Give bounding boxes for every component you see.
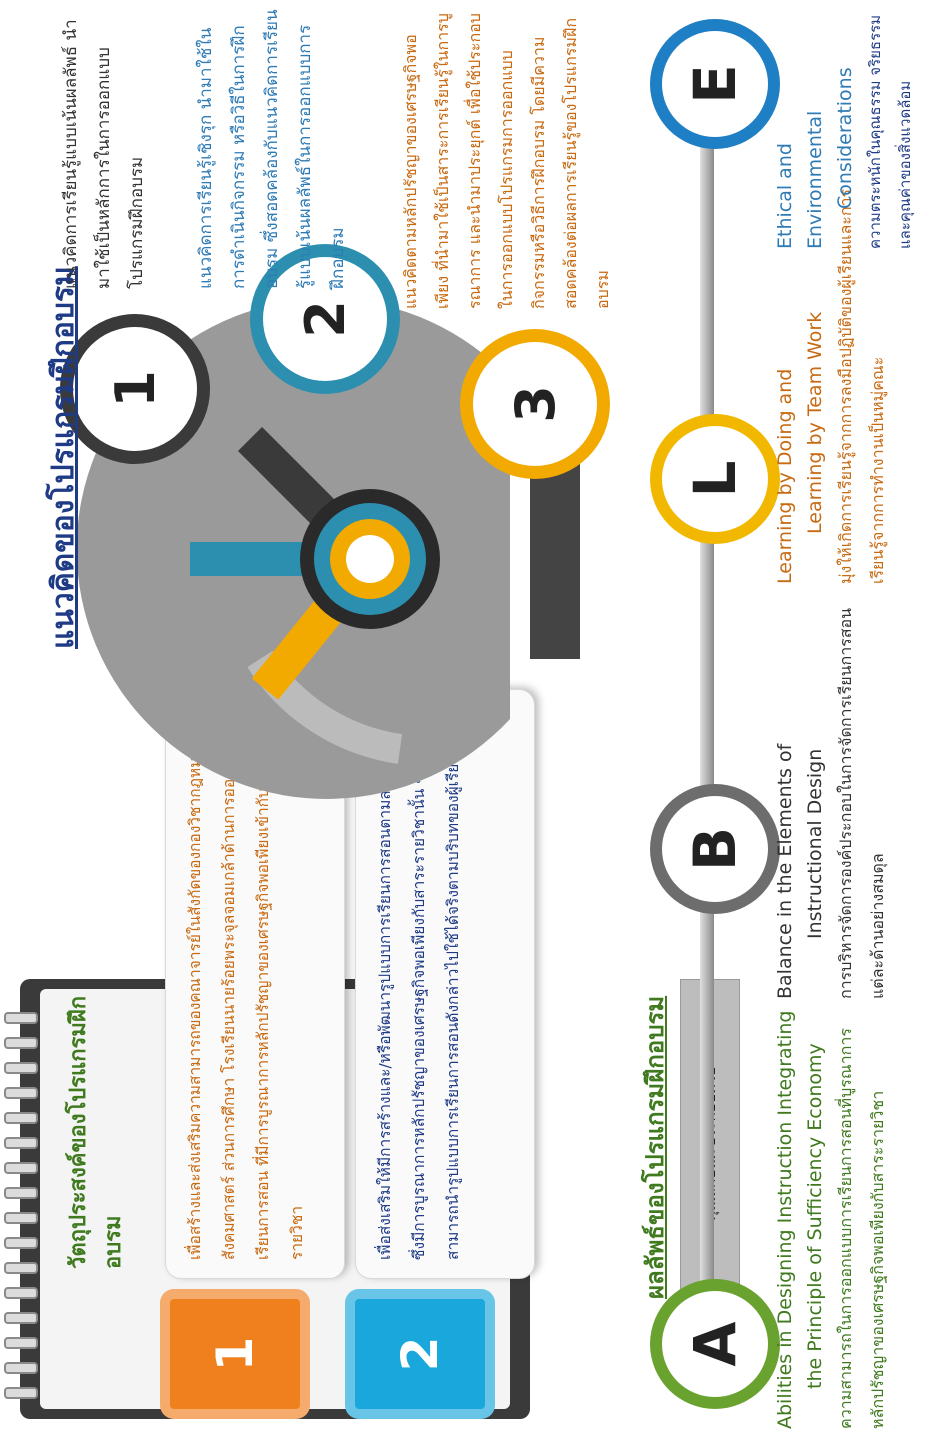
outcome-b-en-2: Instructional Design: [804, 748, 826, 939]
outcome-a-ring: A: [650, 1279, 780, 1409]
notebook-ring: [4, 1037, 38, 1049]
concept-2-text: แนวคิดการเรียนรู้เชิงรุก นำมาใช้ในการดำเ…: [196, 9, 348, 289]
outcomes-timeline: [700, 59, 714, 1379]
outcome-e-letter: E: [662, 31, 768, 137]
concept-3-ring: 3: [460, 329, 610, 479]
outcome-b-th: การบริหารจัดการองค์ประกอบในการจัดการเรีย…: [836, 607, 887, 999]
notebook-ring: [4, 1262, 38, 1274]
notebook-ring: [4, 1212, 38, 1224]
outcome-b-letter: B: [662, 796, 768, 902]
objective-1-number: 1: [206, 1336, 264, 1372]
notebook-ring: [4, 1137, 38, 1149]
outcome-e-en-2: Considerations: [834, 67, 856, 209]
outcomes-title: ผลลัพธ์ของโปรแกรมฝึกอบรม: [641, 995, 669, 1299]
outcome-l-ring: L: [650, 414, 780, 544]
concept-3-text: แนวคิดตามหลักปรัชญาของเศรษฐกิจพอเพียง ที…: [401, 13, 612, 309]
notebook-ring: [4, 1187, 38, 1199]
notebook-ring: [4, 1312, 38, 1324]
concept-1-text: แนวคิดการเรียนรู้แบบเน้นผลลัพธ์ นำมาใช้เ…: [61, 19, 147, 289]
concept-3-number: 3: [473, 342, 597, 466]
objective-2-number: 2: [391, 1336, 449, 1372]
outcome-a-en-2: the Principle of Sufficiency Economy: [804, 1043, 826, 1389]
notebook-ring: [4, 1362, 38, 1374]
notebook-ring: [4, 1112, 38, 1124]
notebook-ring: [4, 1337, 38, 1349]
notebook-ring: [4, 1287, 38, 1299]
notebook-ring: [4, 1012, 38, 1024]
notebook-ring: [4, 1162, 38, 1174]
outcome-e-text: Ethical and Environmental Considerations…: [770, 4, 920, 249]
notebook-ring: [4, 1087, 38, 1099]
notebook-ring: [4, 1387, 38, 1399]
concept-title: แนวคิดของโปรแกรมฝึกอบรม: [46, 266, 81, 649]
hub-disc-base: [530, 439, 580, 659]
outcome-a-th: ความสามารถในการออกแบบการเรียนการสอนที่บู…: [836, 1028, 887, 1429]
objectives-title: วัตถุประสงค์ของโปรแกรมฝึกอบรม: [66, 995, 126, 1269]
objective-1-tab: 1: [160, 1289, 310, 1419]
outcome-e-en-1: Ethical and Environmental: [774, 110, 826, 249]
outcome-a-text: Abilities in Designing Instruction Integ…: [770, 1009, 894, 1430]
notebook-ring: [4, 1237, 38, 1249]
outcome-e-ring: E: [650, 19, 780, 149]
outcome-a-letter: A: [662, 1291, 768, 1397]
outcome-l-letter: L: [662, 426, 768, 532]
outcome-b-text: Balance in the Elements of Instructional…: [770, 599, 894, 999]
outcome-a-en-1: Abilities in Designing Instruction Integ…: [774, 1010, 796, 1430]
outcome-b-en-1: Balance in the Elements of: [774, 743, 796, 999]
outcome-e-th: ความตระหนักในคุณธรรม จริยธรรม และคุณค่าข…: [866, 14, 914, 249]
concept-1-number: 1: [73, 327, 197, 451]
objective-2-tab: 2: [345, 1289, 495, 1419]
outcome-b-ring: B: [650, 784, 780, 914]
notebook-ring: [4, 1062, 38, 1074]
notebook-rings: [0, 999, 40, 1399]
